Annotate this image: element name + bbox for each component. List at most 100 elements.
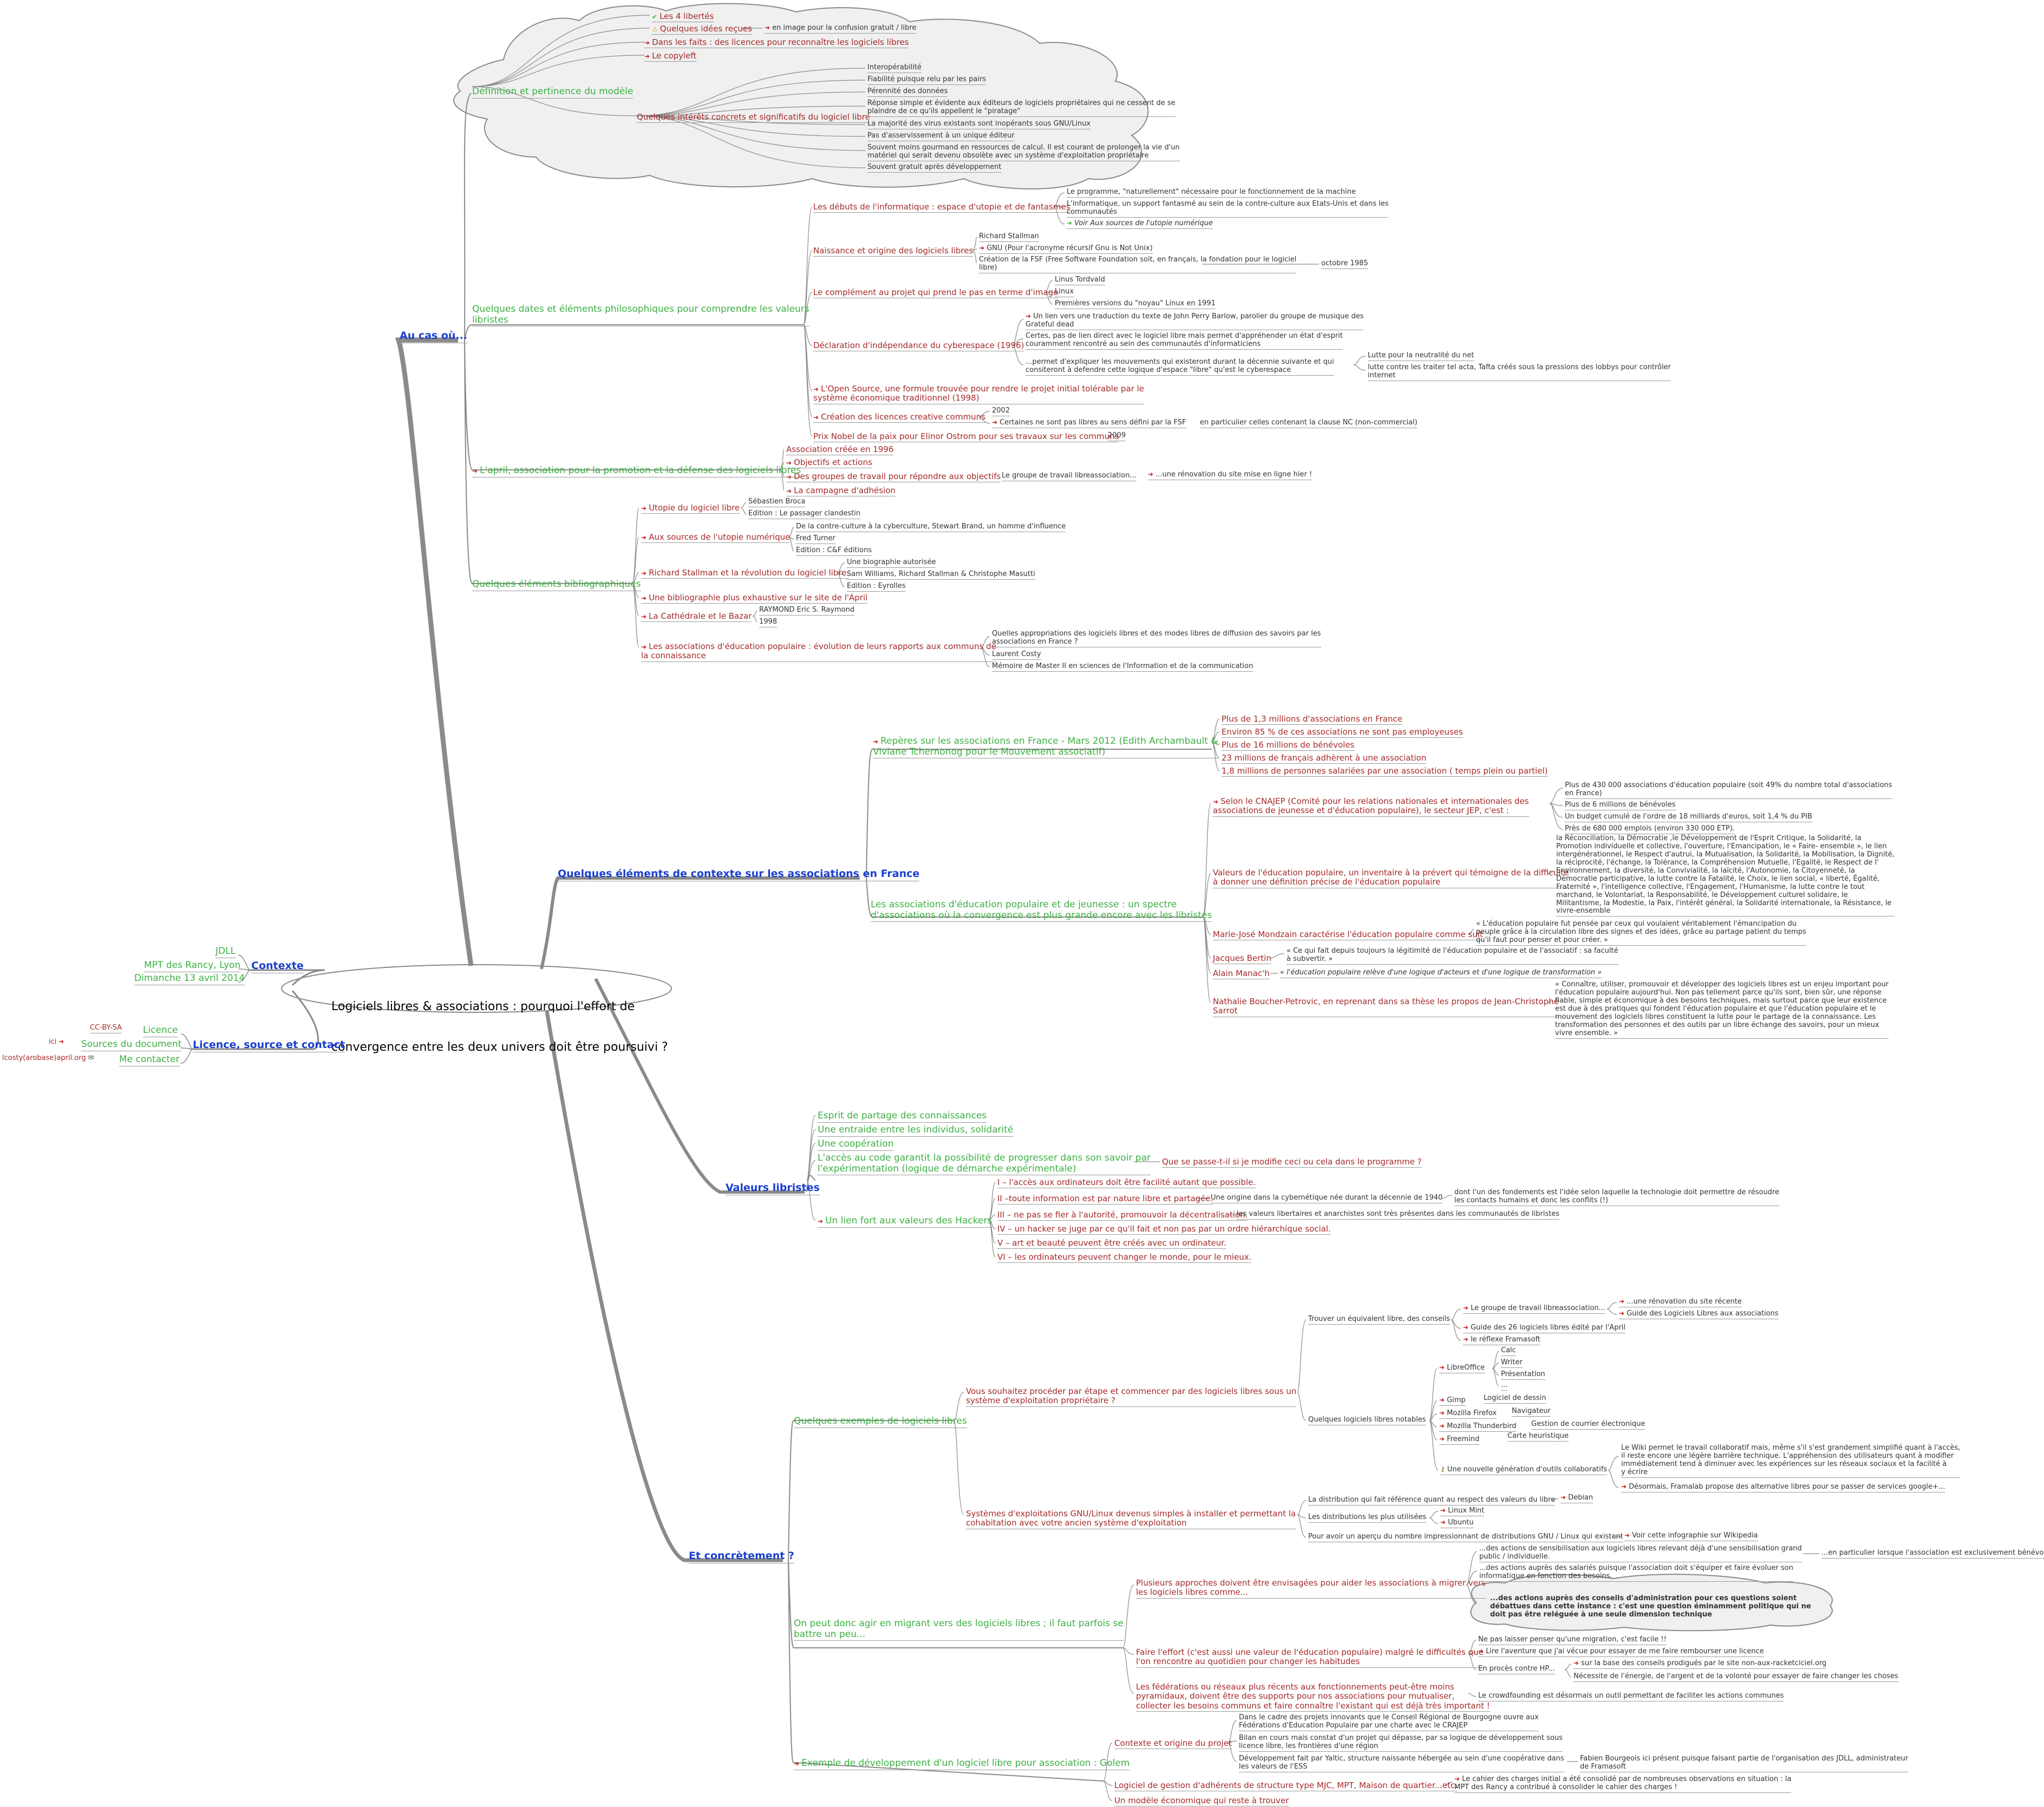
- node-text: Près de 680 000 emplois (environ 330 000…: [1565, 824, 1735, 833]
- sub-april: [464, 339, 780, 470]
- node-text: III – ne pas se fier à l'autorité, promo…: [997, 1210, 1248, 1220]
- node-44[interactable]: ➜Objectifs et actions: [786, 457, 872, 469]
- node-96[interactable]: ➜Un lien fort aux valeurs des Hackers: [818, 1215, 992, 1228]
- licence-ccbysa[interactable]: CC-BY-SA: [90, 1024, 122, 1033]
- edge-88: [988, 1198, 996, 1221]
- node-45[interactable]: ➜Des groupes de travail pour répondre au…: [786, 472, 1001, 483]
- node-138[interactable]: ➜Voir cette infographie sur Wikipedia: [1624, 1531, 1758, 1541]
- node-text: Quelques éléments bibliographiques: [472, 579, 641, 590]
- node-158: Fabien Bourgeois ici présent puisque fai…: [1580, 1754, 1909, 1772]
- branch-label-au-cas-ou[interactable]: Au cas où...: [400, 330, 468, 343]
- edge-65: [1211, 741, 1220, 771]
- node-38[interactable]: ➜Certaines ne sont pas libres au sens dé…: [992, 418, 1186, 428]
- node-text: ...des actions de sensibilisation aux lo…: [1479, 1544, 1802, 1561]
- node-135[interactable]: ➜Linux Mint: [1440, 1507, 1485, 1516]
- node-35[interactable]: ➜L'Open Source, une formule trouvée pour…: [813, 384, 1144, 404]
- node-94: L'accès au code garantit la possibilité …: [818, 1153, 1151, 1176]
- sources-link-text[interactable]: ici: [49, 1038, 57, 1046]
- sub-valeurs-fan: [806, 1175, 816, 1193]
- arrow-icon: ➜: [641, 534, 647, 541]
- node-84: « L'éducation populaire fut pensée par c…: [1476, 920, 1806, 946]
- edge-53: [837, 562, 845, 573]
- node-48[interactable]: ➜La campagne d'adhésion: [786, 486, 896, 497]
- node-text: Linus Tordvald: [1055, 276, 1105, 284]
- edge-7: [636, 91, 866, 116]
- node-30[interactable]: ➜Un lien vers une traduction du texte de…: [1026, 312, 1364, 330]
- branch-label-concretement[interactable]: Et concrètement ?: [689, 1550, 794, 1563]
- node-text: Le Wiki permet le travail collaboratif m…: [1621, 1444, 1961, 1476]
- node-4[interactable]: ➜Dans les faits : des licences pour reco…: [644, 37, 909, 49]
- contact-mail-text[interactable]: lcosty(arobase)april.org: [2, 1054, 86, 1062]
- node-text: Edition : Le passager clandestin: [748, 509, 861, 518]
- node-text: Fiabilité puisque relu par les pairs: [867, 75, 987, 83]
- node-69[interactable]: ➜Repères sur les associations en France …: [873, 736, 1218, 759]
- node-143: ...des actions auprès des salariés puisq…: [1479, 1564, 1793, 1582]
- node-113[interactable]: ➜le réflexe Framasoft: [1463, 1335, 1540, 1345]
- node-133[interactable]: ➜Debian: [1560, 1494, 1594, 1503]
- node-9: Pérennité des données: [867, 87, 948, 97]
- node-text: Sébastien Broca: [748, 497, 806, 506]
- node-42[interactable]: ➜L'april, association pour la promotion …: [472, 465, 801, 477]
- branch-label-contexte-assoc[interactable]: Quelques éléments de contexte sur les as…: [558, 868, 920, 881]
- edge-129: [1466, 1585, 1478, 1604]
- node-3[interactable]: ➜en image pour la confusion gratuit / li…: [765, 24, 917, 34]
- node-22[interactable]: ➜GNU (Pour l'acronyme récursif Gnu is No…: [979, 244, 1153, 254]
- node-130[interactable]: ➜Désormais, Framalab propose des alterna…: [1621, 1483, 1945, 1492]
- sources-link[interactable]: ici ➜: [49, 1038, 66, 1046]
- edge-87: [988, 1182, 996, 1221]
- node-124[interactable]: ➜Mozilla Thunderbird: [1439, 1422, 1517, 1432]
- node-126[interactable]: ➜Freemind: [1439, 1435, 1480, 1445]
- node-120[interactable]: ➜Gimp: [1439, 1396, 1466, 1406]
- node-text: en particulier celles contenant la claus…: [1200, 418, 1418, 427]
- sub-exemples: [788, 1420, 954, 1561]
- node-114: Quelques logiciels libres notables: [1308, 1416, 1426, 1425]
- node-text: Richard Stallman: [979, 232, 1039, 240]
- node-109[interactable]: ➜Le groupe de travail libreassociation..…: [1463, 1304, 1605, 1314]
- edge-126: [1122, 1647, 1134, 1694]
- sub-contexte-items: [238, 954, 250, 983]
- node-text: Le cahier des charges initial a été cons…: [1454, 1775, 1792, 1791]
- node-53[interactable]: ➜Aux sources de l'utopie numérique: [641, 532, 791, 544]
- node-text: « Ce qui fait depuis toujours la légitim…: [1287, 947, 1618, 963]
- node-50[interactable]: ➜Utopie du logiciel libre: [641, 503, 740, 514]
- node-136[interactable]: ➜Ubuntu: [1440, 1518, 1474, 1528]
- edge-0: [472, 15, 650, 87]
- node-61[interactable]: ➜Une bibliographie plus exhaustive sur l…: [641, 593, 868, 604]
- node-text: Linux: [1055, 287, 1074, 296]
- node-text: Sam Williams, Richard Stallman & Christo…: [847, 570, 1035, 578]
- branch-label-valeurs[interactable]: Valeurs libristes: [726, 1182, 820, 1195]
- node-160[interactable]: ➜Le cahier des charges initial a été con…: [1454, 1775, 1792, 1793]
- node-57[interactable]: ➜Richard Stallman et la révolution du lo…: [641, 568, 850, 579]
- edge-133: [1468, 1654, 1477, 1670]
- node-47[interactable]: ➜...une rénovation du site mise en ligne…: [1148, 470, 1312, 480]
- node-76[interactable]: ➜Selon le CNAJEP (Comité pour les relati…: [1213, 796, 1529, 817]
- node-text: 1998: [759, 618, 778, 626]
- node-129: Le Wiki permet le travail collaboratif m…: [1621, 1444, 1961, 1478]
- node-147[interactable]: ➜Lire l'aventure que j'ai vécue pour ess…: [1478, 1647, 1764, 1657]
- contact-mail[interactable]: lcosty(arobase)april.org ✉: [2, 1054, 94, 1063]
- branch-label-contexte[interactable]: Contexte: [251, 960, 304, 973]
- node-text: Debian: [1568, 1494, 1594, 1502]
- node-153[interactable]: ➜Exemple de développement d'un logiciel …: [794, 1758, 1130, 1770]
- edge-12: [636, 115, 866, 168]
- edge-57: [752, 616, 757, 623]
- node-79: Un budget cumulé de l'ordre de 18 millia…: [1565, 813, 1812, 822]
- root-title: Logiciels libres & associations : pourqu…: [331, 972, 668, 1082]
- node-46: Le groupe de travail libreassociation...: [1002, 472, 1137, 481]
- node-93: Une coopération: [818, 1138, 894, 1151]
- cloud-ca-actions: [1470, 1574, 1833, 1632]
- node-65[interactable]: ➜Les associations d'éducation populaire …: [641, 641, 996, 662]
- node-112[interactable]: ➜Guide des 26 logiciels libres édité par…: [1463, 1324, 1626, 1333]
- node-text: La majorité des virus existants sont ino…: [867, 120, 1091, 128]
- node-36[interactable]: ➜Création des licences creative communs: [813, 412, 985, 423]
- node-62[interactable]: ➜La Cathédrale et le Bazar: [641, 611, 752, 623]
- node-111[interactable]: ➜Guide des Logiciels Libres aux associat…: [1619, 1310, 1779, 1319]
- node-149[interactable]: ➜sur la base des conseils prodigués par …: [1573, 1659, 1827, 1669]
- node-110[interactable]: ➜...une rénovation du site récente: [1619, 1298, 1742, 1307]
- node-19[interactable]: ➜Voir Aux sources de l'utopie numérique: [1067, 219, 1213, 229]
- node-115[interactable]: ➜LibreOffice: [1439, 1364, 1485, 1373]
- node-122[interactable]: ➜Mozilla Firefox: [1439, 1409, 1497, 1419]
- arrow-icon: ➜: [641, 569, 647, 577]
- branch-label-licence[interactable]: Licence, source et contact: [193, 1039, 345, 1052]
- node-5[interactable]: ➜Le copyleft: [644, 51, 697, 62]
